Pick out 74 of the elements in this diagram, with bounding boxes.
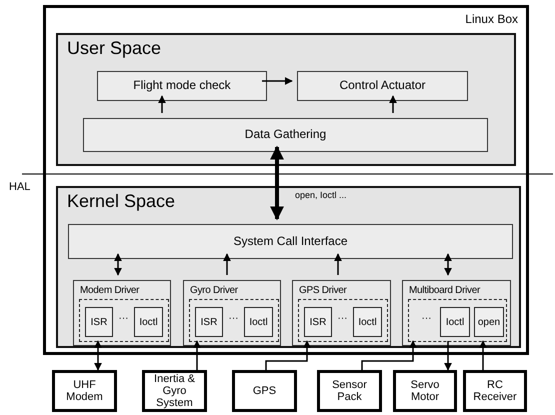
driver-panel	[292, 280, 391, 346]
module-group	[298, 299, 388, 342]
device-box	[463, 370, 527, 412]
device-box	[393, 370, 457, 412]
arrow	[265, 340, 311, 370]
node-text: Data Gathering	[244, 128, 326, 142]
arrow	[262, 77, 293, 85]
function-box	[85, 307, 113, 337]
node-text: RC Receiver	[472, 378, 518, 404]
node-text: UHF Modem	[65, 378, 104, 404]
node-text: Flight mode check	[133, 79, 231, 93]
layer-label: HAL	[9, 181, 30, 193]
arrow	[334, 253, 342, 275]
arrow	[389, 95, 397, 113]
process-box	[83, 118, 488, 152]
arrow	[270, 146, 284, 220]
edge-label: open, Ioctl ...	[293, 190, 349, 200]
arrow	[444, 253, 452, 276]
function-box	[353, 307, 382, 337]
driver-panel	[183, 280, 281, 346]
arrow	[193, 340, 201, 370]
system-frame	[43, 5, 529, 355]
node-text: User Space	[67, 39, 162, 59]
arrow	[158, 95, 166, 113]
node-text: ISR	[200, 316, 218, 328]
process-box	[68, 224, 513, 259]
arrow	[479, 340, 487, 370]
node-text: Ioctl	[139, 316, 158, 328]
module-group	[79, 299, 169, 342]
module-group	[408, 299, 507, 342]
ellipsis-text: ···	[118, 313, 130, 324]
node-text: Ioctl	[249, 316, 268, 328]
layer-panel	[56, 33, 516, 166]
function-box	[134, 307, 163, 337]
node-text: ISR	[90, 316, 108, 328]
node-text: Kernel Space	[67, 192, 176, 212]
node-text: Ioctl	[446, 316, 464, 328]
node-text: Servo Motor	[410, 378, 440, 404]
node-text: Control Actuator	[339, 79, 426, 93]
arrow	[114, 253, 122, 276]
function-box	[474, 307, 504, 337]
node-text: ISR	[310, 316, 326, 328]
function-box	[244, 307, 273, 337]
device-box	[232, 370, 297, 412]
node-text: GPS	[252, 384, 278, 398]
module-group	[189, 299, 279, 342]
node-text: Sensor Pack	[331, 378, 368, 404]
node-text: GPS Driver	[299, 285, 347, 296]
node-text: Gyro Driver	[190, 285, 238, 296]
layer-panel	[56, 186, 521, 348]
device-box	[52, 370, 117, 412]
ellipsis-text: ···	[336, 313, 348, 324]
node-text: open	[478, 316, 500, 328]
node-text: Modem Driver	[80, 285, 140, 296]
device-box	[317, 370, 382, 412]
node-text: System Call Interface	[233, 234, 348, 248]
process-box	[97, 71, 267, 101]
node-text: Ioctl	[358, 316, 377, 328]
function-box	[195, 307, 223, 337]
node-text: Inertia & Gyro System	[153, 372, 196, 410]
node-text: Multiboard Driver	[409, 285, 480, 296]
arrow	[223, 253, 231, 275]
driver-panel	[73, 280, 171, 346]
arrow	[444, 341, 452, 371]
device-box	[142, 370, 207, 412]
process-box	[297, 71, 468, 101]
function-box	[304, 307, 332, 337]
ellipsis-text: ···	[420, 313, 432, 324]
function-box	[440, 307, 470, 337]
driver-panel	[402, 280, 511, 346]
arrow	[361, 340, 417, 370]
ellipsis-text: ···	[228, 313, 240, 324]
node-text: Linux Box	[465, 13, 518, 26]
arrow	[94, 340, 102, 371]
